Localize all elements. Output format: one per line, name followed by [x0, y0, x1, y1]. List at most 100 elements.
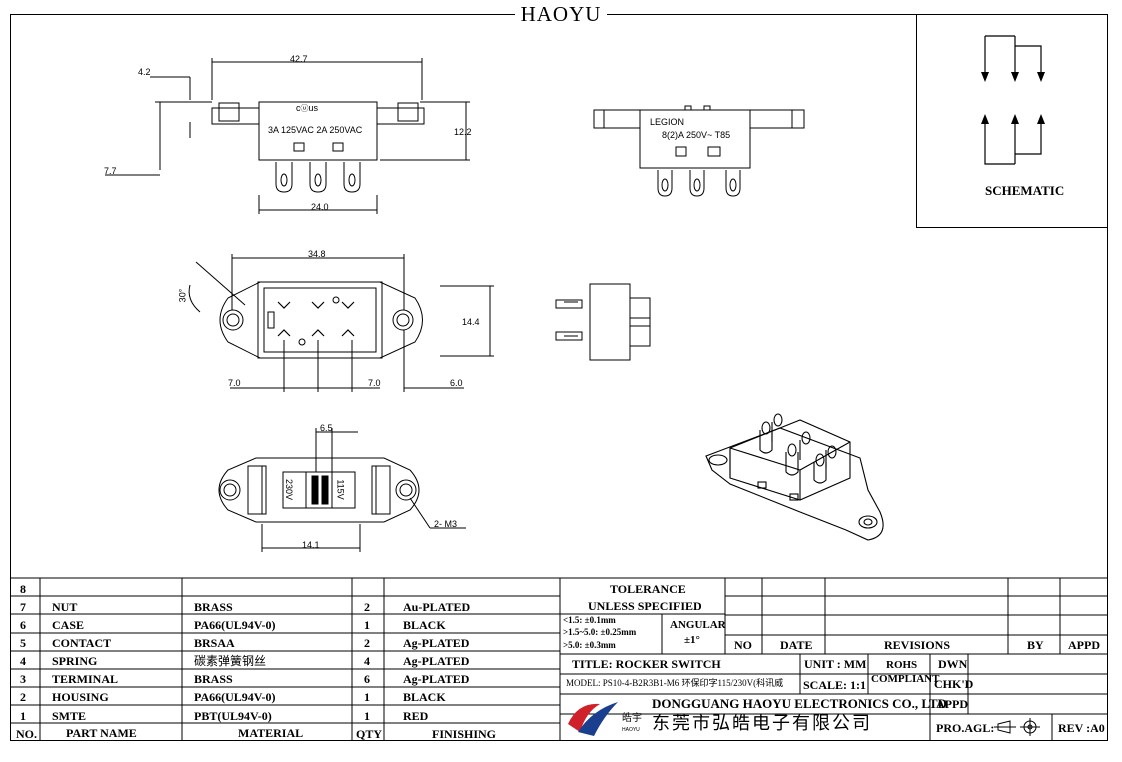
- tol-2: >1.5~5.0: ±0.25mm: [563, 627, 637, 637]
- tol-3: >5.0: ±0.3mm: [563, 640, 616, 650]
- bottom-view: [188, 254, 494, 392]
- bom-header-finishing: FINISHING: [432, 727, 497, 741]
- bom-finishing: Au-PLATED: [403, 600, 471, 614]
- unit-label: UNIT : MM: [804, 657, 867, 671]
- company-cn: 东莞市弘皓电子有限公司: [652, 713, 872, 734]
- bom-part: SMTE: [52, 709, 87, 723]
- bom-no: 5: [20, 636, 26, 650]
- brand-title: HAOYU: [0, 2, 1122, 27]
- dim-hole: 2- M3: [434, 519, 458, 529]
- unless-label: UNLESS SPECIFIED: [588, 599, 702, 613]
- bom-finishing: Ag-PLATED: [403, 654, 470, 668]
- bom-qty: 2: [364, 636, 370, 650]
- bom-qty: 1: [364, 618, 370, 632]
- bom-finishing: BLACK: [403, 690, 446, 704]
- bom-part: HOUSING: [52, 690, 109, 704]
- bom-header-part: PART NAME: [66, 726, 137, 740]
- tol-1: <1.5: ±0.1mm: [563, 615, 616, 625]
- schematic-box: SCHEMATIC: [916, 14, 1108, 228]
- bom-no: 6: [20, 618, 26, 632]
- dim-overall: 42.7: [290, 54, 308, 64]
- bom-qty: 1: [364, 690, 370, 704]
- bom-finishing: RED: [403, 709, 429, 723]
- company-logo: [564, 696, 626, 738]
- chkd-label: CHK'D: [934, 677, 974, 691]
- bom-no: 2: [20, 690, 26, 704]
- side-view: [593, 105, 805, 197]
- scale-label: SCALE: 1:1: [803, 678, 867, 692]
- bom-part: SPRING: [52, 654, 98, 668]
- iso-view: [705, 413, 884, 541]
- logo-small: HAOYU: [622, 727, 640, 733]
- bom-header-qty: QTY: [356, 727, 383, 741]
- front-terminals: [275, 162, 361, 193]
- rohs-compliant: COMPLIANT: [871, 673, 940, 685]
- bom-qty: 4: [364, 654, 370, 668]
- bom-part: NUT: [52, 600, 78, 614]
- bom-finishing: BLACK: [403, 618, 446, 632]
- dim-bottom-body: 34.8: [308, 249, 326, 259]
- dim-body: 24.0: [311, 202, 329, 212]
- revisions-label: REVISIONS: [884, 638, 951, 652]
- logo-cn: 皓宇: [622, 713, 642, 724]
- dim-depth: 7.7: [104, 166, 117, 176]
- bom-material: BRSAA: [194, 636, 235, 650]
- bom-qty: 2: [364, 600, 370, 614]
- model-text: MODEL: PS10-4-B2R3B1-M6 环保印字115/230V(科讯威: [566, 678, 784, 688]
- bom-part: CONTACT: [52, 636, 112, 650]
- bom-part: TERMINAL: [52, 672, 119, 686]
- bom-no: 4: [20, 654, 26, 668]
- dwn-label: DWN: [938, 657, 968, 671]
- rev-no-label: NO: [734, 638, 752, 652]
- schematic-label: SCHEMATIC: [985, 183, 1065, 198]
- company-en: DONGGUANG HAOYU ELECTRONICS CO., LTD: [652, 696, 947, 711]
- front-rating: 3A 125VAC 2A 250VAC: [268, 125, 363, 135]
- tolerance-label: TOLERANCE: [610, 582, 686, 596]
- angular-value: ±1°: [684, 634, 700, 646]
- dim-edge: 6.0: [450, 378, 463, 388]
- appd2-label: APPD: [936, 697, 968, 711]
- dim-top-body: 14.1: [302, 540, 320, 550]
- bom-header-material: MATERIAL: [238, 726, 304, 740]
- dim-width: 14.4: [462, 317, 480, 327]
- bom-material: PBT(UL94V-0): [194, 709, 272, 723]
- rev-label: REV :A0: [1058, 721, 1105, 735]
- pro-agl-label: PRO.AGL:: [936, 721, 995, 735]
- by-label: BY: [1027, 638, 1044, 652]
- bom-qty: 1: [364, 709, 370, 723]
- drawing-title: TITLE: ROCKER SWITCH: [572, 657, 721, 671]
- angular-label: ANGULAR: [670, 619, 726, 631]
- rev-date-label: DATE: [780, 638, 813, 652]
- bom-material: PA66(UL94V-0): [194, 690, 276, 704]
- dim-flange: 4.2: [138, 67, 151, 77]
- bom-material: BRASS: [194, 600, 233, 614]
- appd-label: APPD: [1068, 638, 1100, 652]
- side-legion: LEGION: [650, 117, 685, 127]
- rohs-label: ROHS: [886, 659, 918, 671]
- bom-qty: 6: [364, 672, 370, 686]
- bom-finishing: Ag-PLATED: [403, 672, 470, 686]
- dim-right: 7.0: [368, 378, 381, 388]
- bom-no: 3: [20, 672, 26, 686]
- bom-no: 7: [20, 600, 26, 614]
- end-view: [555, 283, 651, 361]
- cert-mark: cⓤus: [296, 103, 319, 113]
- top-view: [218, 428, 466, 552]
- projection-symbol: [994, 718, 1040, 736]
- dim-left: 7.0: [228, 378, 241, 388]
- side-rating: 8(2)A 250V~ T85: [662, 130, 731, 140]
- bom-no: 1: [20, 709, 26, 723]
- dim-height: 12.2: [454, 127, 472, 137]
- engineering-views: [105, 58, 884, 552]
- bom-header-no: NO.: [16, 727, 37, 741]
- bom-no: 8: [20, 582, 26, 596]
- schematic-diagram: [981, 35, 1045, 165]
- front-view: [105, 58, 470, 214]
- bom-material: 碳素弹簧钢丝: [194, 654, 267, 668]
- dim-gap: 6.5: [320, 423, 333, 433]
- bom-finishing: Ag-PLATED: [403, 636, 470, 650]
- bom-material: PA66(UL94V-0): [194, 618, 276, 632]
- bom-part: CASE: [52, 618, 85, 632]
- bom-material: BRASS: [194, 672, 233, 686]
